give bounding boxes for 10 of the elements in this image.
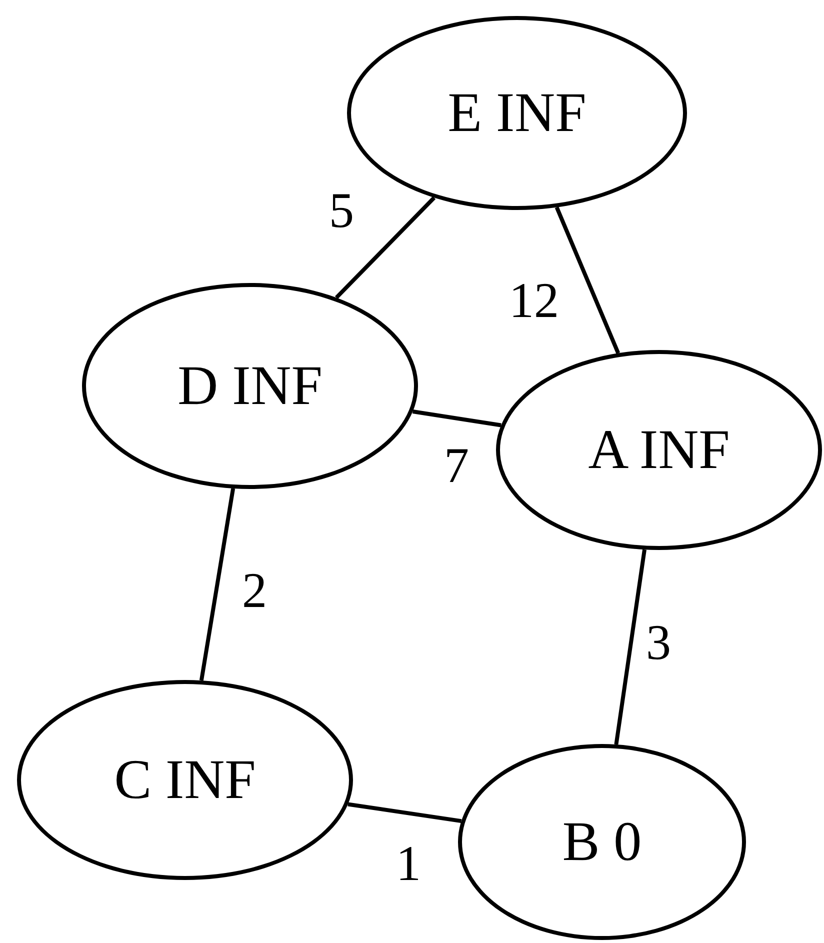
edge-line [412, 410, 502, 428]
edge-line [199, 488, 236, 681]
node-label: D INF [178, 358, 322, 414]
node-label: C INF [114, 752, 256, 808]
node-label: A INF [588, 422, 730, 478]
edge-line [614, 549, 646, 745]
node-label: E INF [448, 85, 586, 141]
node-label: B 0 [562, 814, 642, 870]
edge-line [334, 196, 436, 300]
edge-line [348, 802, 462, 824]
